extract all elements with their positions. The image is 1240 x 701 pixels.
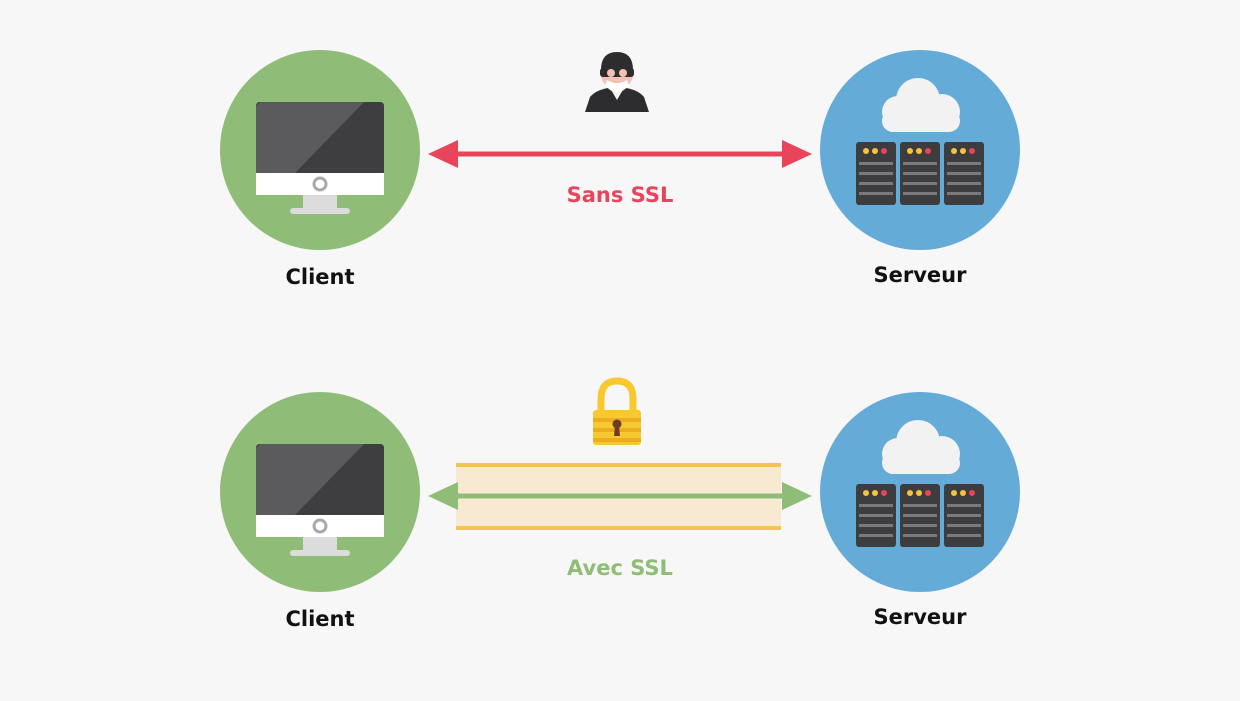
secure-connection-arrow — [428, 482, 812, 510]
cloud-server-icon — [820, 50, 1020, 250]
connection-label-secure: Avec SSL — [567, 556, 673, 580]
hacker-icon — [585, 52, 649, 112]
server-label: Serveur — [873, 605, 967, 629]
client-label: Client — [285, 265, 355, 289]
insecure-connection-arrow — [428, 140, 812, 168]
client-computer-icon — [218, 390, 422, 594]
connection-label-insecure: Sans SSL — [566, 183, 674, 207]
cloud-server-icon — [820, 392, 1020, 592]
server-label: Serveur — [873, 263, 967, 287]
client-label: Client — [285, 607, 355, 631]
client-computer-icon — [218, 48, 422, 252]
padlock-icon — [593, 377, 641, 445]
